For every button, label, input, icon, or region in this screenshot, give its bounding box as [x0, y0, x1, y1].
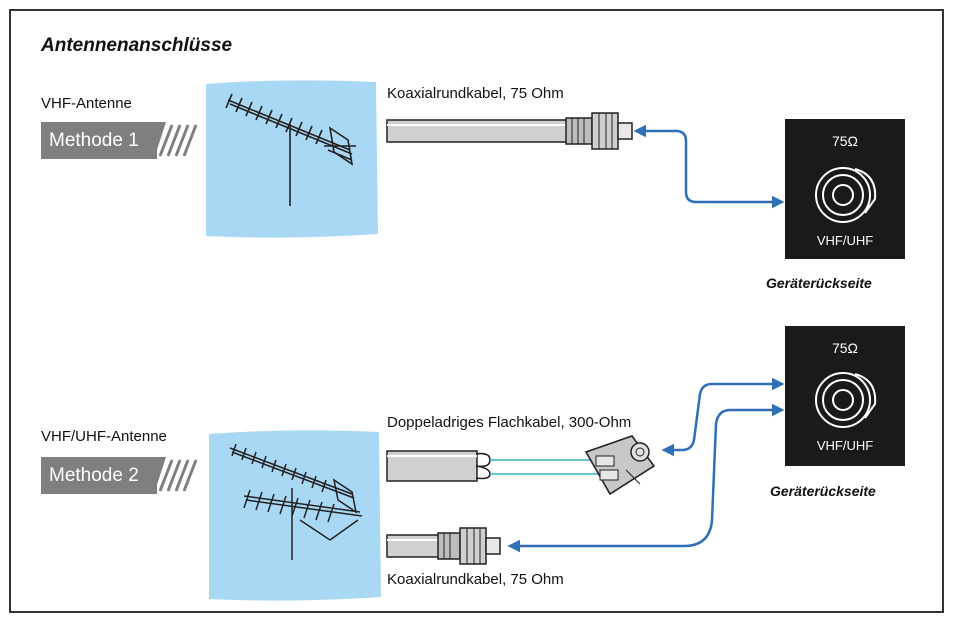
method1-panel-band: VHF/UHF — [816, 233, 874, 248]
method2-antenna-illustration — [209, 430, 381, 601]
method2-badge-stripes — [152, 457, 198, 494]
diagram-frame — [9, 9, 944, 613]
yagi-antenna-icon — [229, 443, 363, 560]
method2-antenna-label: VHF/UHF-Antenne — [41, 428, 167, 445]
balun-transformer-icon — [584, 435, 656, 496]
method1-badge: Methode 1 — [41, 122, 157, 159]
antenna-jack-icon — [815, 167, 877, 223]
method1-rear-panel: 75Ω VHF/UHF — [785, 119, 905, 259]
method1-rear-label: Geräterückseite — [766, 275, 872, 291]
coax-connector-icon — [437, 527, 501, 565]
method2-coax-cable-label: Koaxialrundkabel, 75 Ohm — [387, 571, 564, 588]
method1-antenna-label: VHF-Antenne — [41, 95, 132, 112]
yagi-antenna-icon — [225, 93, 356, 206]
method1-panel-ohm: 75Ω — [831, 133, 859, 149]
method1-badge-label: Methode 1 — [49, 130, 139, 151]
method2-flat-cable — [386, 450, 598, 482]
method2-rear-label: Geräterückseite — [770, 483, 876, 499]
method1-cable-label: Koaxialrundkabel, 75 Ohm — [387, 85, 564, 102]
method2-panel-band: VHF/UHF — [816, 438, 874, 453]
method1-antenna-illustration — [206, 80, 378, 238]
method2-rear-panel: 75Ω VHF/UHF — [785, 326, 905, 466]
method2-panel-ohm: 75Ω — [831, 340, 859, 356]
diagram-title: Antennenanschlüsse — [41, 35, 233, 56]
method2-coax-cable — [386, 527, 501, 565]
coax-connector-icon — [565, 112, 633, 150]
antenna-jack-icon — [815, 372, 877, 428]
method1-badge-stripes — [152, 122, 198, 159]
method2-badge-label: Methode 2 — [49, 465, 139, 486]
method2-badge: Methode 2 — [41, 457, 157, 494]
method1-coax-cable — [386, 112, 633, 150]
